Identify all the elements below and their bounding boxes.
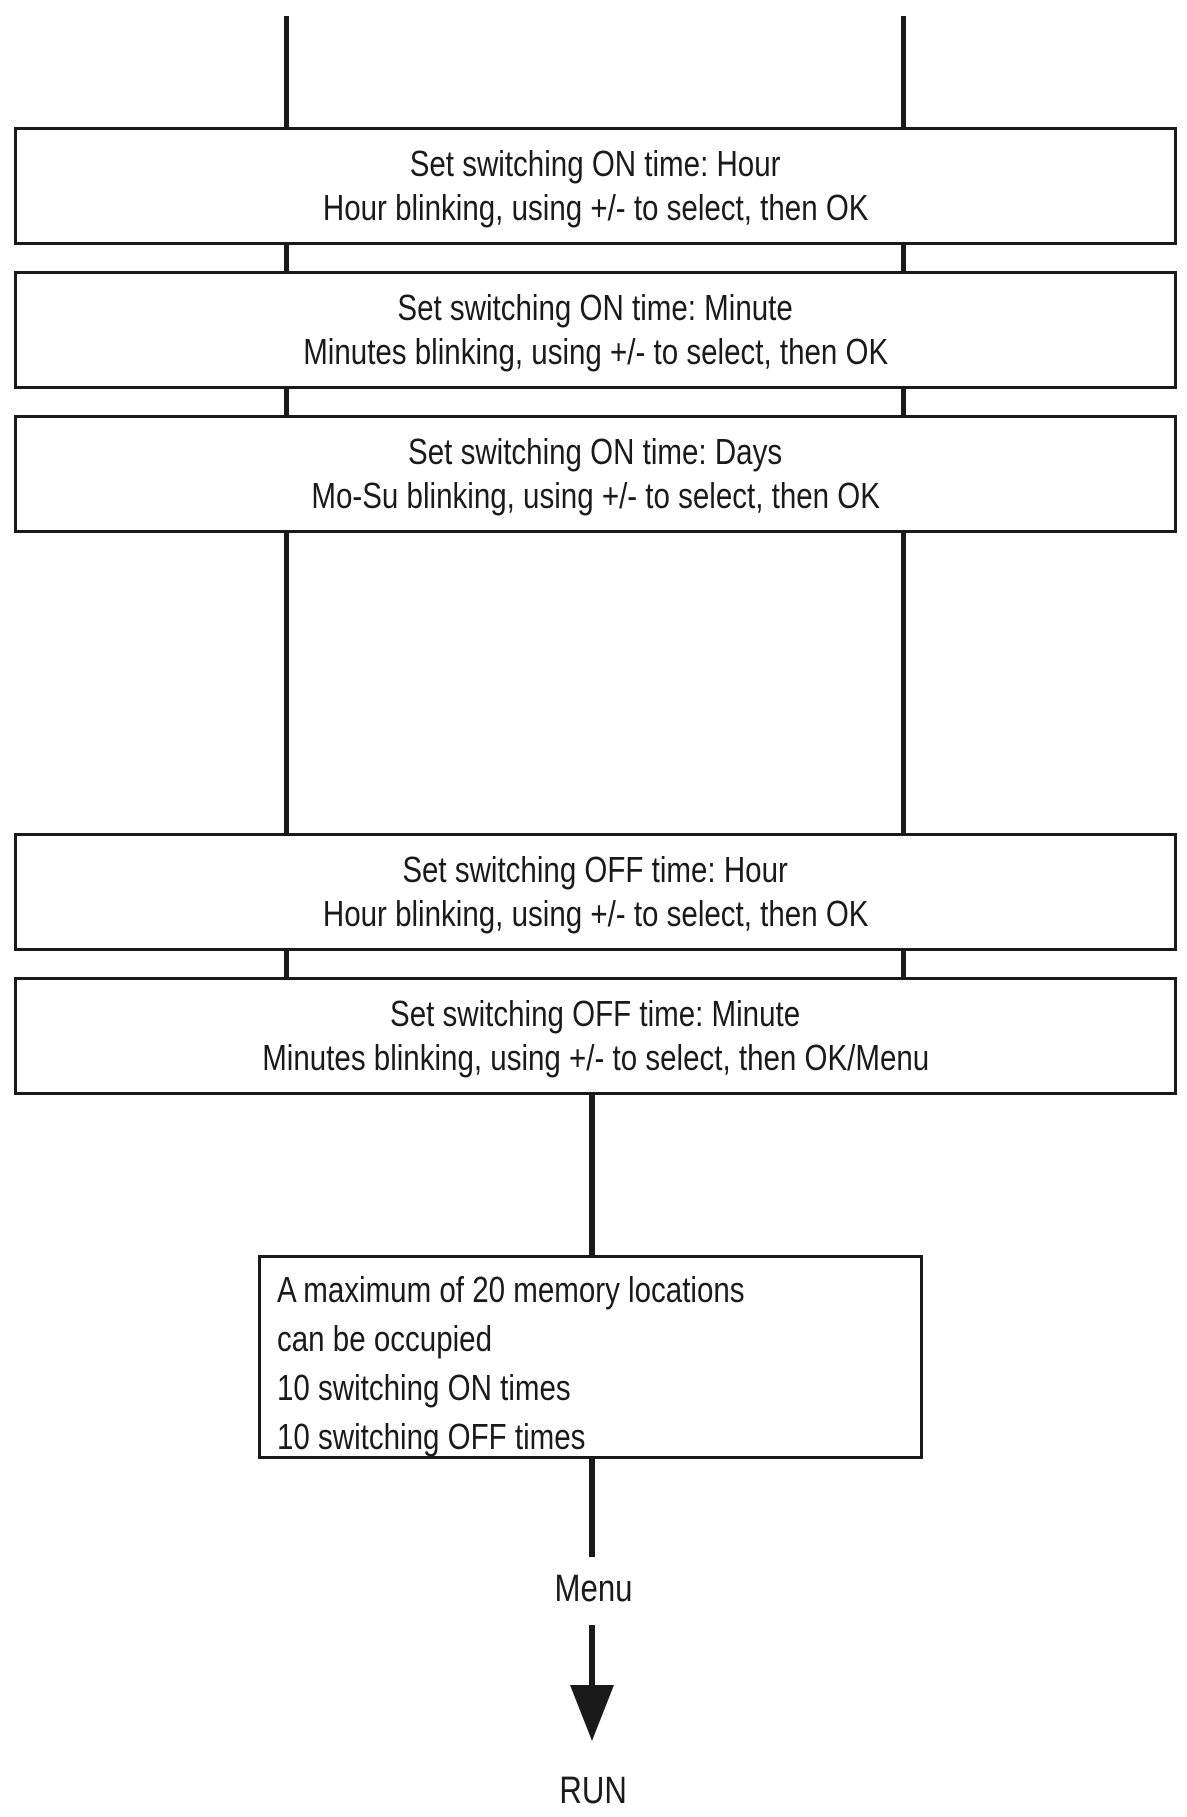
memory-note-box: A maximum of 20 memory locations can be … xyxy=(258,1255,923,1459)
step-title: Set switching ON time: Hour xyxy=(410,143,781,184)
note-line: 10 switching ON times xyxy=(277,1367,571,1408)
note-line: A maximum of 20 memory locations xyxy=(277,1269,745,1310)
note-line: 10 switching OFF times xyxy=(277,1416,586,1457)
step-title: Set switching OFF time: Minute xyxy=(390,993,801,1034)
step-on-hour: Set switching ON time: Hour Hour blinkin… xyxy=(14,127,1177,245)
step-off-hour: Set switching OFF time: Hour Hour blinki… xyxy=(14,833,1177,951)
arrow-shaft xyxy=(589,1625,595,1689)
step-instruction: Minutes blinking, using +/- to select, t… xyxy=(261,1037,930,1078)
step-title: Set switching ON time: Minute xyxy=(397,287,794,328)
step-off-minute: Set switching OFF time: Minute Minutes b… xyxy=(14,977,1177,1095)
step-on-minute: Set switching ON time: Minute Minutes bl… xyxy=(14,271,1177,389)
step-title: Set switching ON time: Days xyxy=(408,431,783,472)
note-line: can be occupied xyxy=(277,1318,493,1359)
step-instruction: Hour blinking, using +/- to select, then… xyxy=(322,893,869,934)
center-flow-connector xyxy=(589,1090,595,1260)
step-instruction: Hour blinking, using +/- to select, then… xyxy=(322,187,869,228)
center-flow-connector-lower xyxy=(589,1457,595,1557)
step-instruction: Mo-Su blinking, using +/- to select, the… xyxy=(311,475,880,516)
step-title: Set switching OFF time: Hour xyxy=(402,849,789,890)
step-on-days: Set switching ON time: Days Mo-Su blinki… xyxy=(14,415,1177,533)
menu-label: Menu xyxy=(554,1568,633,1610)
step-instruction: Minutes blinking, using +/- to select, t… xyxy=(303,331,888,372)
run-label: RUN xyxy=(559,1770,628,1812)
arrow-down-icon xyxy=(570,1685,614,1741)
